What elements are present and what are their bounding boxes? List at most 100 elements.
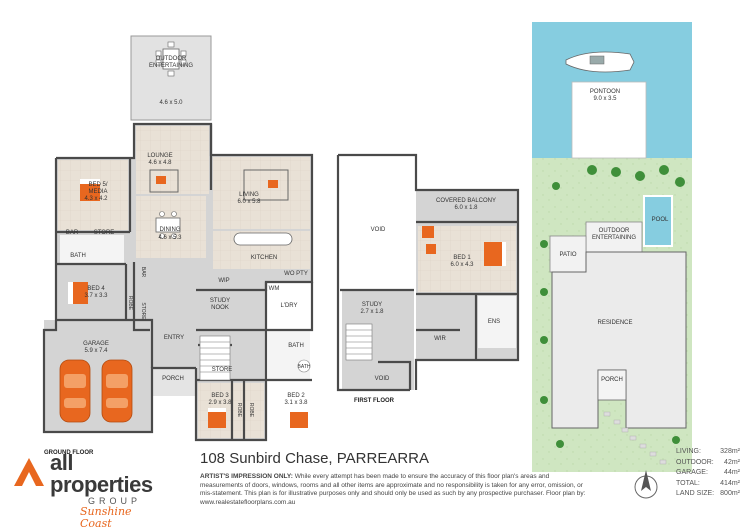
label-outdoor-ent-2: ENTERTAINING [149,63,193,69]
lounge-floor [136,126,209,194]
label-residence: RESIDENCE [597,320,632,326]
logo-script-text: Sunshine Coast [80,505,132,530]
label-void-1: VOID [371,227,386,233]
area-label: TOTAL: [676,479,700,487]
label-dining: DINING [160,227,181,233]
label-bed4-size: 3.7 x 3.3 [84,293,108,299]
disclaimer: ARTIST'S IMPRESSION ONLY: While every at… [200,473,590,507]
label-ldry: L'DRY [280,303,297,309]
area-label: GARAGE: [676,469,708,476]
area-row: LAND SIZE:800m² [676,489,740,500]
label-bed5-size: 4.3 x 4.2 [84,196,108,202]
area-value: 328m² [720,448,740,455]
bed-icon [484,242,506,266]
area-value: 414m² [720,479,740,487]
label-wo-pty: WO PTY [284,271,308,277]
boat-icon [565,51,635,73]
label-study-nook-2: NOOK [211,305,229,311]
area-row: OUTDOOR: 42m² [676,458,740,469]
compass-icon [634,470,658,499]
label-living: LIVING [239,192,259,198]
bed-icon [208,408,226,428]
label-bed4: BED 4 [87,286,105,292]
car-icon [59,359,91,423]
label-bed1: BED 1 [453,255,471,261]
label-bath-inner: BATH [298,364,311,370]
pontoon-deck [571,81,647,159]
label-pontoon: PONTOON [590,89,620,95]
label-wip: WIP [218,278,229,284]
label-entry: ENTRY [164,335,184,341]
svg-text:BED 5/MEDIA: BED 5/MEDIA [88,182,107,195]
label-study-nook-1: STUDY [210,298,230,304]
label-robe-1: ROBE [127,296,133,311]
label-robe-3: ROBE [248,403,254,418]
label-outdoor-ent-size: 4.6 x 5.0 [159,100,183,106]
disclaimer-body: While every attempt has been made to ens… [200,473,586,506]
stairs-icon [345,323,373,361]
stepping-stones-icon [603,411,667,465]
outdoor-dining-table-icon [155,41,187,77]
label-bed1-size: 6.0 x 4.3 [450,262,474,268]
label-bed3: BED 3 [211,393,229,399]
living-floor [213,157,310,229]
area-label: LIVING: [676,448,701,455]
sofa-icon [243,169,289,201]
kitchen-island [233,232,293,246]
pool-area [643,195,673,247]
bed-icon [68,282,88,304]
label-bed5-1: BED 5/ [88,182,107,188]
first-floor-title: FIRST FLOOR [354,398,395,404]
first-floor-plan: VOID COVERED BALCONY 6.0 x 1.8 BED 1 6.0… [336,153,520,404]
ground-floor-title: GROUND FLOOR [44,450,94,456]
label-site-outdoor-ent-2: ENTERTAINING [592,235,636,241]
label-covered-balcony: COVERED BALCONY [436,198,496,204]
logo-group-text: GROUP [88,496,142,506]
label-bed3-size: 2.9 x 3.8 [208,400,232,406]
label-site-outdoor-ent-1: OUTDOOR [599,228,630,234]
label-patio: PATIO [559,252,576,258]
area-value: 800m² [720,490,740,497]
label-bar: BAR [66,230,79,236]
label-lounge-size: 4.6 x 4.8 [148,160,172,166]
label-bed2-size: 3.1 x 3.8 [284,400,308,406]
label-garage: GARAGE [83,341,109,347]
label-robe-2: ROBE [236,403,242,418]
area-row: TOTAL: 414m² [676,479,740,490]
label-study-size: 2.7 x 1.8 [360,309,384,315]
car-icon [101,359,133,423]
area-row: LIVING: 328m² [676,447,740,458]
label-lounge: LOUNGE [147,153,172,159]
lounge-chair-icon [422,226,436,254]
area-label: OUTDOOR: [676,458,714,466]
company-logo: all properties GROUP Sunshine Coast [12,452,162,530]
label-kitchen: KITCHEN [251,255,277,261]
area-value: 42m² [724,458,740,466]
site-porch-area [597,369,627,401]
label-bath-1: BATH [70,253,86,259]
bath1-floor [60,235,124,263]
label-void-2: VOID [375,376,390,382]
label-covered-balcony-size: 6.0 x 1.8 [454,205,478,211]
area-value: 44m² [724,469,740,476]
sofa-icon [149,169,179,193]
first-floor-walls [336,153,520,392]
patio-area [549,235,587,273]
label-garage-size: 5.9 x 7.4 [84,348,108,354]
porch-floor [150,368,196,396]
label-bed2: BED 2 [287,393,305,399]
label-store-1: STORE [94,230,115,236]
palm-tree-icon [540,165,685,448]
area-summary: LIVING: 328m² OUTDOOR: 42m² GARAGE: 44m² TO… [676,447,740,500]
outdoor-entertaining-area [585,221,643,253]
label-bed5-2: MEDIA [88,189,107,195]
area-row: GARAGE: 44m² [676,468,740,479]
label-wm: WM [269,286,280,292]
label-pool: POOL [652,217,669,223]
